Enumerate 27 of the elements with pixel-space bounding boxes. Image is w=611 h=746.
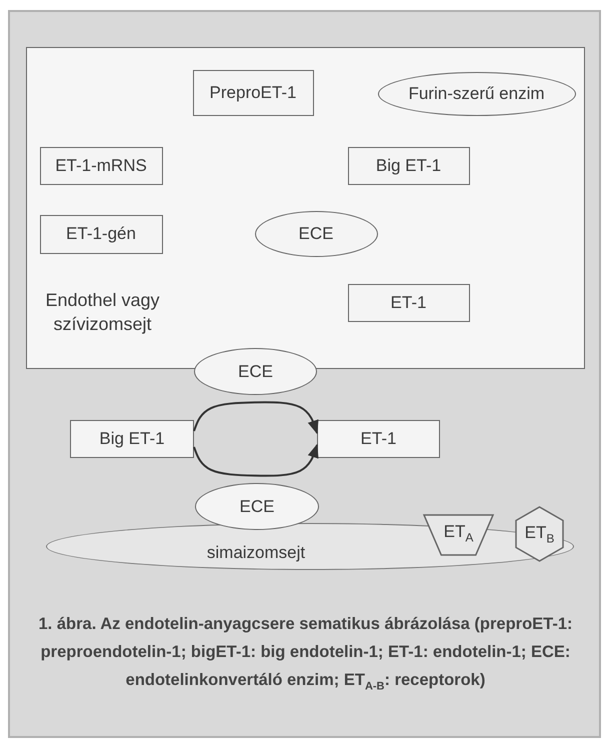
node-label: PreproET-1 [210,82,296,102]
node-label: Big ET-1 [99,429,165,449]
node-label: ET-1 [390,292,426,312]
process-box [40,214,162,254]
cell-label: Endothel vagy szívizomsejt [44,289,161,336]
node-label: Big ET-1 [376,156,442,176]
process-box [40,146,162,184]
node-label: ET-1-gén [66,224,136,244]
figure-caption: 1. ábra. Az endotelin-anyagcsere sematikus ábrázolása (preproET-1: preproendotelin-1; bigET-1: big endotelin-1; ET-1: endotelin-1; ECE: endotelinkonvertáló enzim; ET$_{A-B}$: receptorok) [38,614,574,694]
node-label: ECE [238,362,273,382]
process-box [348,146,470,184]
receptor-hexagon [516,507,563,561]
node-label: ECE [240,496,274,516]
process-box [348,284,470,322]
node-label: ET$_{A}$ [444,522,474,544]
node-label: Furin-szerű enzim [408,84,545,104]
node-label: ET$_{B}$ [524,522,554,546]
node-label: ECE [298,224,334,244]
process-box [317,420,440,458]
node-label: simaizomsejt [206,542,306,562]
node-label: ET-1 [360,429,396,449]
curved-arrow [193,401,318,434]
process-box [192,70,314,116]
curved-arrow [193,444,318,477]
process-box [70,420,194,458]
node-label: ET-1-mRNS [55,156,147,176]
receptor-trapezoid [424,515,493,555]
